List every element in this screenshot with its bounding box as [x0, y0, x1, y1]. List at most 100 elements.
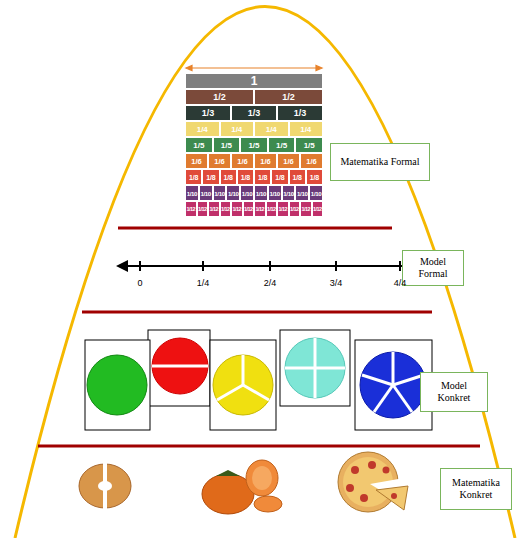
- fraction-label: 1/5: [193, 141, 204, 150]
- fraction-bar-cell: 1/4: [185, 121, 220, 137]
- fraction-bar-cell: 1/4: [254, 121, 289, 137]
- fraction-label: 1/12: [290, 206, 298, 212]
- pizza: [338, 452, 408, 512]
- fraction-label: 1/12: [256, 206, 264, 212]
- level-label-box: Model Konkret: [420, 372, 488, 412]
- fraction-label: 1/8: [206, 174, 215, 181]
- level-label: Matematika Konkret: [447, 477, 505, 501]
- fraction-label: 1: [251, 74, 258, 88]
- fraction-bar-cell: 1/5: [240, 137, 268, 153]
- fraction-bar-cell: 1/8: [202, 169, 219, 185]
- fraction-label: 1/10: [283, 190, 293, 197]
- fraction-bar-cell: 1/8: [254, 169, 271, 185]
- fraction-label: 1/10: [297, 190, 307, 197]
- number-line-label: 1/4: [197, 278, 210, 288]
- fraction-label: 1/10: [311, 190, 321, 197]
- fraction-bar-cell: 1/12: [312, 201, 324, 217]
- fraction-bar-cell: 1/10: [254, 185, 268, 201]
- fraction-label: 1/12: [210, 206, 218, 212]
- fraction-label: 1/12: [267, 206, 275, 212]
- fraction-bar-cell: 1/8: [271, 169, 288, 185]
- fraction-label: 1/6: [283, 157, 293, 166]
- level-label: Model Konkret: [427, 380, 481, 404]
- fraction-bar-cell: 1/12: [231, 201, 243, 217]
- fraction-bar-cell: 1/12: [208, 201, 220, 217]
- fraction-bar-cell: 1/10: [185, 185, 199, 201]
- fraction-label: 1/10: [200, 190, 210, 197]
- fraction-label: 1/3: [248, 108, 261, 118]
- fraction-bar-cell: 1/6: [185, 153, 208, 169]
- fraction-label: 1/8: [293, 174, 302, 181]
- fraction-bar-cell: 1/12: [289, 201, 301, 217]
- fraction-label: 1/12: [244, 206, 252, 212]
- level-label-box: Matematika Formal: [330, 143, 430, 181]
- fraction-label: 1/10: [242, 190, 252, 197]
- bagel: [79, 463, 131, 509]
- fraction-bar-cell: 1/12: [266, 201, 278, 217]
- fraction-bar-cell: 1/10: [199, 185, 213, 201]
- fraction-bar-cell: 1/12: [243, 201, 255, 217]
- fraction-label: 1/8: [310, 174, 319, 181]
- fraction-label: 1/5: [276, 141, 287, 150]
- fraction-bar-cell: 1/10: [240, 185, 254, 201]
- fraction-bar-cell: 1/8: [220, 169, 237, 185]
- fraction-bar-cell: 1/10: [226, 185, 240, 201]
- level-divider: [38, 445, 480, 448]
- fraction-bar-cell: 1/10: [295, 185, 309, 201]
- level-divider: [82, 311, 432, 314]
- fraction-bar-cell: 1/6: [300, 153, 323, 169]
- fraction-label: 1/8: [275, 174, 284, 181]
- fraction-label: 1/12: [221, 206, 229, 212]
- level-label-box: Matematika Konkret: [440, 468, 512, 510]
- fraction-bar-cell: 1/8: [237, 169, 254, 185]
- fraction-label: 1/10: [214, 190, 224, 197]
- fraction-bar-cell: 1/12: [220, 201, 232, 217]
- fraction-label: 1/3: [202, 108, 215, 118]
- fraction-bar-cell: 1/8: [185, 169, 202, 185]
- fraction-bar-cell: 1/4: [289, 121, 324, 137]
- fraction-bar-cell: 1/2: [254, 89, 323, 105]
- fraction-bar-cell: 1/10: [213, 185, 227, 201]
- fraction-label: 1/8: [224, 174, 233, 181]
- fraction-label: 1/12: [313, 206, 321, 212]
- fraction-label: 1/5: [248, 141, 259, 150]
- fraction-label: 1/2: [213, 92, 226, 102]
- fraction-label: 1/4: [300, 125, 311, 134]
- fraction-label: 1/10: [269, 190, 279, 197]
- fraction-bar-cell: 1/5: [268, 137, 296, 153]
- number-line-label: 4/4: [394, 278, 407, 288]
- fraction-label: 1/12: [279, 206, 287, 212]
- fraction-bar-cell: 1/5: [213, 137, 241, 153]
- fraction-bar-cell: 1/12: [197, 201, 209, 217]
- level-label: Matematika Formal: [340, 156, 419, 168]
- fraction-label: 1/10: [187, 190, 197, 197]
- fraction-label: 1/6: [260, 157, 270, 166]
- fraction-bar-cell: 1/3: [231, 105, 277, 121]
- fraction-bar-cell: 1/10: [268, 185, 282, 201]
- fraction-label: 1/12: [187, 206, 195, 212]
- fraction-label: 1/4: [266, 125, 277, 134]
- fraction-bar-cell: 1/5: [295, 137, 323, 153]
- number-line-label: 2/4: [264, 278, 277, 288]
- fraction-bar-cell: 1/12: [254, 201, 266, 217]
- level-label-box: Model Formal: [402, 250, 464, 286]
- fraction-label: 1/5: [221, 141, 232, 150]
- fraction-label: 1/4: [231, 125, 242, 134]
- fraction-bar-cell: 1/6: [277, 153, 300, 169]
- fraction-bar-cell: 1/4: [220, 121, 255, 137]
- fraction-label: 1/12: [198, 206, 206, 212]
- fraction-bar-cell: 1/10: [282, 185, 296, 201]
- persimmon: [202, 460, 282, 514]
- level-label: Model Formal: [409, 256, 457, 280]
- fraction-label: 1/6: [214, 157, 224, 166]
- fraction-label: 1/8: [189, 174, 198, 181]
- fraction-bar-cell: 1/12: [277, 201, 289, 217]
- fraction-label: 1/3: [294, 108, 307, 118]
- fraction-bar-cell: 1/10: [309, 185, 323, 201]
- number-line-label: 0: [137, 278, 142, 288]
- fraction-bar-cell: 1/12: [300, 201, 312, 217]
- width-arrow: [186, 66, 322, 71]
- fraction-bar-cell: 1/6: [254, 153, 277, 169]
- fraction-bar-cell: 1/6: [231, 153, 254, 169]
- fraction-label: 1/6: [191, 157, 201, 166]
